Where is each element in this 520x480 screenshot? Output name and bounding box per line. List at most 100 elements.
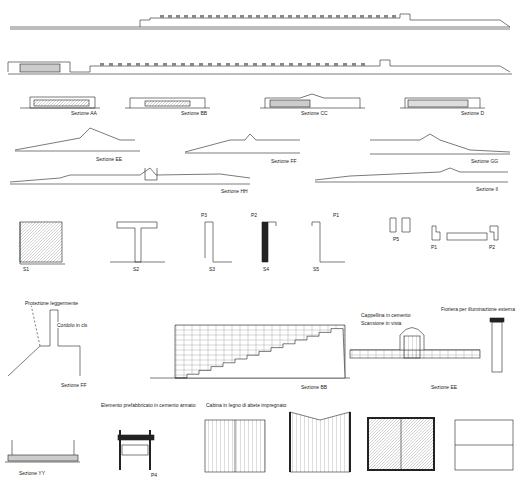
drawing-label: Sezione BB — [180, 110, 208, 116]
roof-module — [118, 63, 122, 66]
roof-module — [352, 63, 356, 66]
roof-module — [127, 63, 131, 66]
roof-module — [176, 15, 180, 18]
roof-module — [262, 63, 266, 66]
roof-module — [256, 15, 260, 18]
cabin-details — [5, 412, 513, 472]
drawing-label: P2 — [488, 244, 496, 250]
drawing-label: Cordolo in cls — [56, 322, 88, 328]
roof-module — [288, 15, 292, 18]
roof-module — [343, 63, 347, 66]
roof-module — [163, 63, 167, 66]
roof-module — [298, 63, 302, 66]
roof-module — [172, 63, 176, 66]
roof-module — [312, 15, 316, 18]
roof-module — [376, 15, 380, 18]
roof-module — [289, 63, 293, 66]
roof-module — [184, 15, 188, 18]
roof-module — [307, 63, 311, 66]
drawing-label: S1 — [22, 266, 30, 272]
terrain-sections — [15, 128, 510, 154]
roof-module — [392, 15, 396, 18]
roof-module — [235, 63, 239, 66]
drawing-label: Sezione BB — [300, 384, 328, 390]
roof-module — [216, 15, 220, 18]
roof-module — [272, 15, 276, 18]
drawing-label: Sezione YY — [18, 470, 46, 476]
stair-flight — [175, 329, 345, 378]
drawing-label: Sezione EE — [430, 384, 458, 390]
drawing-label: Sezione CC — [300, 110, 329, 116]
drawing-label: Sezione D — [460, 110, 485, 116]
roof-module — [168, 15, 172, 18]
drawing-label: P2 — [250, 212, 258, 218]
roof-module — [253, 63, 257, 66]
drawing-label: S3 — [208, 266, 216, 272]
roof-module — [271, 63, 275, 66]
roof-module — [136, 63, 140, 66]
drawing-label: Cabina in legno di abete impregnato — [205, 402, 287, 408]
drawing-label: Sezione II — [475, 186, 499, 192]
drawing-label: Sezione FF — [270, 158, 298, 164]
drawing-label: Sezione AA — [70, 110, 98, 116]
drawing-label: Sezione HH — [220, 188, 249, 194]
drawing-label: Fioriera per illuminazione esterna — [440, 306, 516, 312]
roof-module — [160, 15, 164, 18]
roof-module — [360, 15, 364, 18]
long-elevation — [10, 14, 510, 29]
drawing-label: P4 — [150, 472, 158, 478]
roof-module — [334, 63, 338, 66]
roof-module — [199, 63, 203, 66]
roof-module — [100, 63, 104, 66]
roof-module — [384, 15, 388, 18]
roof-module — [217, 63, 221, 66]
terrain-sections-2 — [10, 168, 508, 184]
drawing-label: S5 — [312, 266, 320, 272]
drawing-label: Scansione in vista — [360, 320, 402, 326]
roof-module — [248, 15, 252, 18]
long-section — [8, 60, 512, 74]
drawing-label: Sezione EE — [95, 156, 123, 162]
roof-module — [244, 63, 248, 66]
sections-row — [20, 94, 485, 108]
drawing-label: P3 — [200, 212, 208, 218]
roof-module — [109, 63, 113, 66]
roof-module — [296, 15, 300, 18]
roof-module — [304, 15, 308, 18]
roof-module — [352, 15, 356, 18]
roof-module — [320, 15, 324, 18]
roof-module — [190, 63, 194, 66]
roof-module — [316, 63, 320, 66]
roof-module — [336, 15, 340, 18]
wall-details — [20, 218, 498, 264]
drawing-label: Cappellina in cemento — [360, 312, 411, 318]
roof-module — [232, 15, 236, 18]
drawing-label: P5 — [392, 236, 400, 242]
roof-module — [200, 15, 204, 18]
roof-module — [240, 15, 244, 18]
roof-module — [208, 15, 212, 18]
roof-module — [361, 63, 365, 66]
roof-module — [208, 63, 212, 66]
drawing-label: Protezione leggermente — [24, 300, 79, 306]
roof-module — [226, 63, 230, 66]
roof-module — [325, 63, 329, 66]
drawing-label: S4 — [262, 266, 270, 272]
roof-module — [224, 15, 228, 18]
roof-module — [280, 63, 284, 66]
roof-module — [264, 15, 268, 18]
roof-module — [145, 63, 149, 66]
roof-module — [368, 15, 372, 18]
retaining-walls — [8, 300, 504, 378]
roof-module — [328, 15, 332, 18]
roof-module — [344, 15, 348, 18]
roof-module — [280, 15, 284, 18]
drawing-label: Elemento prefabbricato in cemento armato — [100, 402, 197, 408]
drawing-label: P1 — [332, 212, 340, 218]
roof-module — [181, 63, 185, 66]
drawing-label: Sezione FF — [60, 382, 88, 388]
roof-module — [192, 15, 196, 18]
roof-module — [154, 63, 158, 66]
drawing-label: S2 — [132, 266, 140, 272]
